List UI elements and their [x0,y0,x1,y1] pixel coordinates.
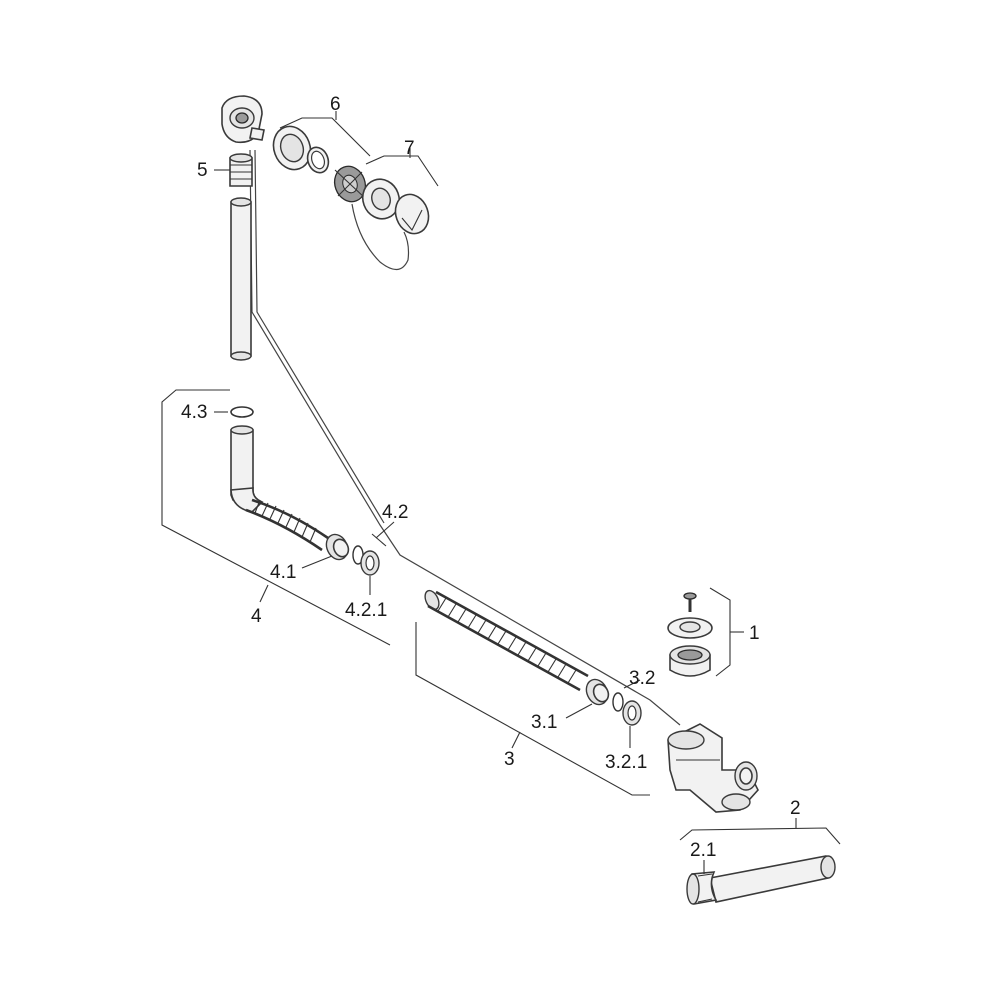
bowden-cable [249,149,681,726]
label-6: 6 [330,94,341,115]
label-2: 2 [790,798,801,819]
item-6-rosette-set [272,125,367,203]
drain-body [667,723,759,813]
label-3-1: 3.1 [531,712,557,733]
label-4-1: 4.1 [270,562,296,583]
overflow-head [221,95,265,144]
label-4: 4 [251,606,262,627]
label-4-2: 4.2 [382,502,408,523]
label-4-3: 4.3 [181,402,207,423]
item-2-siphon-pipe [686,855,836,905]
label-2-1: 2.1 [690,840,716,861]
callout-lines [161,111,841,874]
overflow-pipe [230,197,252,361]
item-7-control-knob [351,178,430,271]
label-3: 3 [504,749,515,770]
item-4-overflow-bend [230,406,380,576]
label-3-2: 3.2 [629,668,655,689]
label-4-2-1: 4.2.1 [345,600,387,621]
label-1: 1 [749,623,760,644]
overflow-assembly [221,95,681,726]
item-3-drain-hose [424,589,642,726]
label-5: 5 [197,160,208,181]
item-5-threaded-sleeve [229,153,253,187]
gear-wheel [333,165,367,203]
label-7: 7 [404,138,415,159]
label-3-2-1: 3.2.1 [605,752,647,773]
callout-labels: 5 6 7 4.3 4.2 4.1 4.2.1 4 1 3.2 3.1 3 3.… [181,94,801,861]
item-1-drain-plug [667,592,713,677]
